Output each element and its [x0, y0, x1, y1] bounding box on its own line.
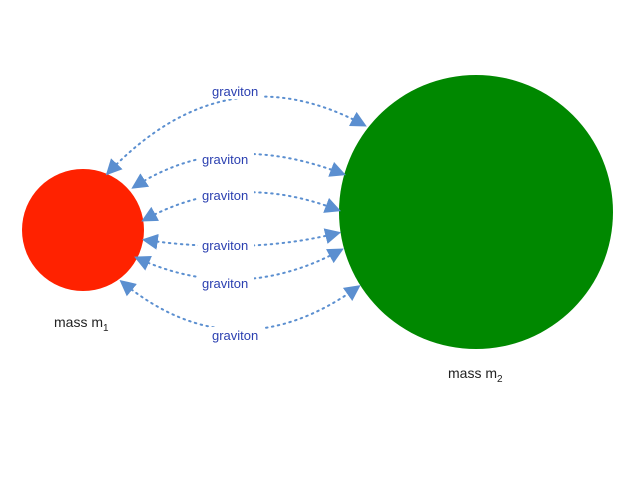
graviton-labels: graviton graviton graviton graviton grav… [198, 83, 264, 343]
graviton-label: graviton [202, 238, 248, 253]
mass-2-label: mass m2 [448, 365, 503, 385]
mass-1-label-text: mass m [54, 314, 103, 330]
graviton-arrow-1 [105, 95, 367, 176]
graviton-label: graviton [202, 276, 248, 291]
graviton-arrows [105, 95, 367, 331]
mass-2-label-subscript: 2 [497, 374, 503, 385]
mass-1-sphere [22, 169, 144, 291]
graviton-arrow-3 [141, 191, 341, 222]
mass-2-label-text: mass m [448, 365, 497, 381]
graviton-label: graviton [202, 188, 248, 203]
graviton-label: graviton [202, 152, 248, 167]
mass-2-sphere [339, 75, 613, 349]
graviton-label: graviton [212, 328, 258, 343]
graviton-label: graviton [212, 84, 258, 99]
mass-1-label: mass m1 [54, 314, 109, 334]
mass-1-label-subscript: 1 [103, 323, 109, 334]
